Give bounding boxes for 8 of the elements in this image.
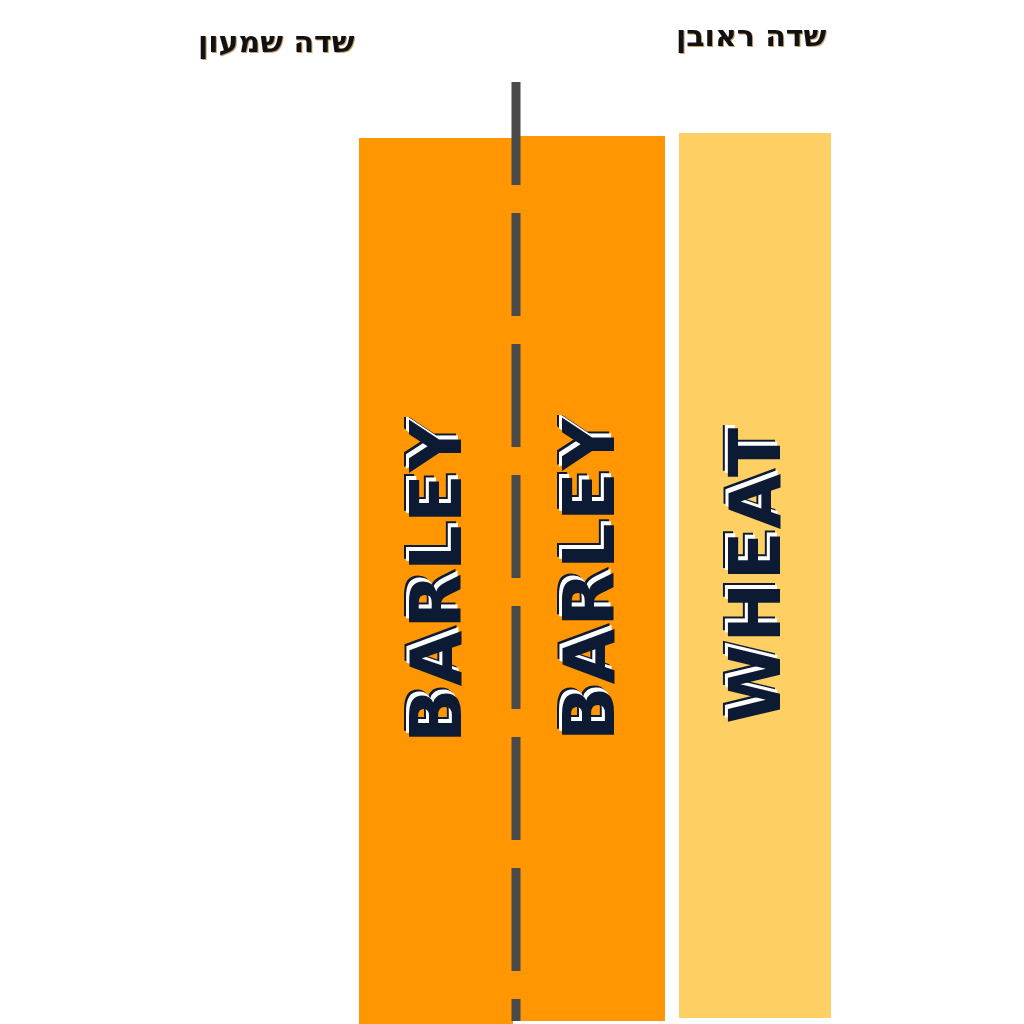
field-owner-label: שדה ראובן: [676, 18, 827, 53]
crop-name: BARLEY: [553, 415, 625, 742]
crop-name: WHEAT: [719, 426, 791, 725]
crop-strip: [359, 138, 513, 1024]
crop-strip: [513, 136, 665, 1021]
crop-strip: [679, 133, 831, 1018]
field-owner-label: שדה שמעון: [198, 24, 355, 59]
crop-name: BARLEY: [400, 418, 472, 744]
